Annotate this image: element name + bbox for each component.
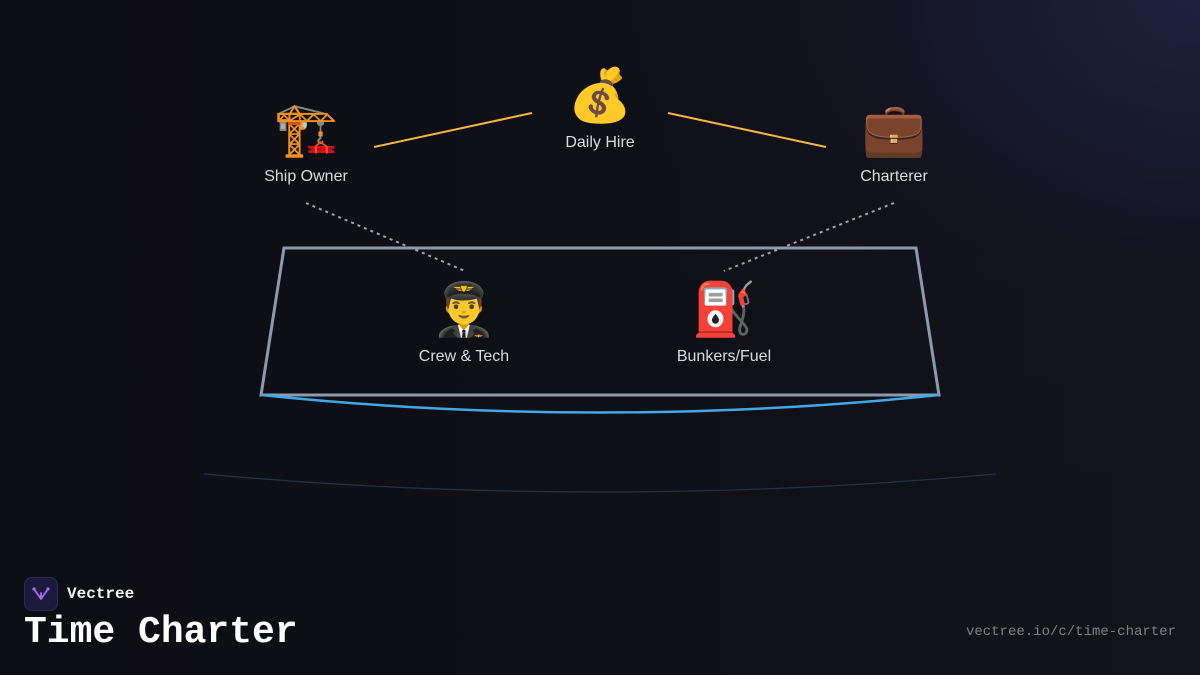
link-charterer-bunkers-fuel (723, 202, 895, 272)
vectree-logo-icon (24, 577, 58, 611)
node-crew-tech: 👨‍✈️ Crew & Tech (364, 280, 564, 366)
ship-hull-keel (260, 393, 940, 414)
brand-name: Vectree (67, 585, 135, 603)
brand[interactable]: Vectree (24, 577, 134, 611)
node-daily-hire: 💰 Daily Hire (500, 66, 700, 152)
node-label: Daily Hire (565, 134, 635, 151)
link-daily-hire-charterer (667, 112, 827, 148)
node-label: Charterer (860, 168, 928, 185)
node-bunkers-fuel: ⛽ Bunkers/Fuel (624, 280, 824, 366)
link-ship-owner-daily-hire (373, 112, 533, 148)
node-charterer: 💼 Charterer (794, 100, 994, 186)
ship-hull-outline (259, 246, 941, 397)
node-label: Ship Owner (264, 168, 348, 185)
node-ship-owner: 🏗️ Ship Owner (206, 100, 406, 186)
page-url-link[interactable]: vectree.io/c/time-charter (965, 624, 1176, 640)
money-bag-icon: 💰 (567, 66, 633, 126)
pilot-icon: 👨‍✈️ (431, 280, 497, 340)
water-wake-line (203, 473, 997, 493)
briefcase-icon: 💼 (861, 100, 927, 160)
node-label: Bunkers/Fuel (676, 348, 772, 365)
fuel-pump-icon: ⛽ (691, 280, 757, 340)
node-label: Crew & Tech (418, 348, 510, 365)
link-ship-owner-crew-tech (305, 202, 466, 272)
page-title: Time Charter (24, 611, 298, 654)
crane-icon: 🏗️ (273, 100, 339, 160)
